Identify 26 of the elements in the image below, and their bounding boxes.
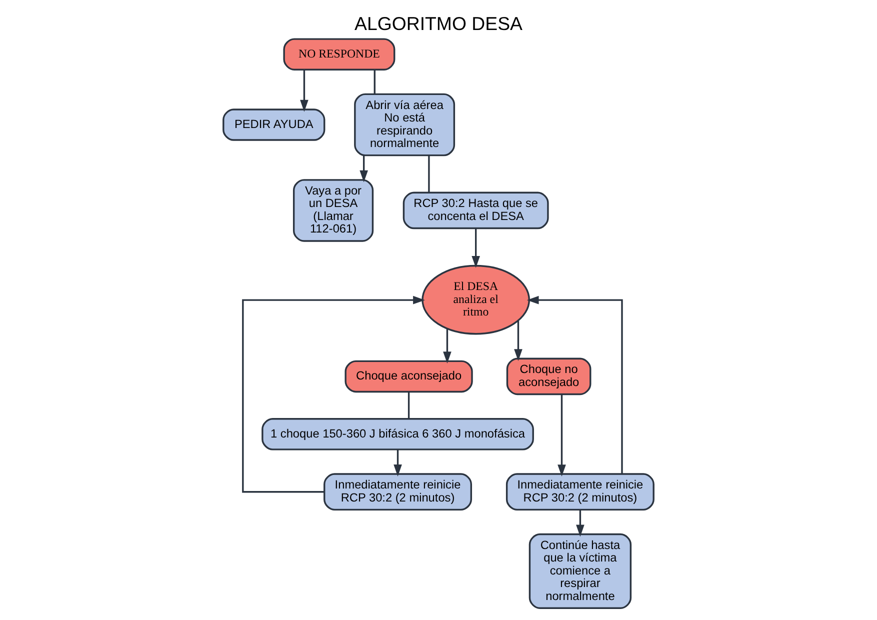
arrow <box>526 296 623 474</box>
node-box: Inmediatamente reinicie RCP 30:2 (2 minutos) <box>506 473 654 511</box>
arrow <box>443 328 452 364</box>
arrow <box>558 394 566 477</box>
node-box: PEDIR AYUDA <box>222 108 326 141</box>
arrow <box>472 228 480 268</box>
node-box: Choque aconsejado <box>344 360 473 393</box>
arrow <box>360 155 368 182</box>
node-box: Vaya a por un DESA (Llamar 112-061) <box>292 179 374 242</box>
arrow <box>514 320 522 361</box>
arrow <box>300 70 308 112</box>
node-box: Choque no aconsejado <box>506 358 592 396</box>
arrow <box>576 510 584 537</box>
node-box: NO RESPONDE <box>283 38 396 70</box>
connector <box>408 392 410 419</box>
node-box: RCP 30:2 Hasta que se concenta el DESA <box>402 192 549 230</box>
arrow <box>242 296 425 493</box>
connector <box>374 70 376 94</box>
arrow <box>394 450 402 476</box>
connector <box>428 155 430 192</box>
node-box: Inmediatamente reinicie RCP 30:2 (2 minutos) <box>324 473 472 511</box>
node-box: 1 choque 150-360 J bifásica 6 360 J monofásica <box>262 418 534 450</box>
diagram-title: ALGORITMO DESA <box>354 13 522 34</box>
node-box: Continúe hasta que la víctima comience a respirar normalmente <box>528 533 632 609</box>
node-ellipse: El DESA analiza el ritmo <box>422 264 530 335</box>
node-box: Abrir vía aérea No está respirando normalmente <box>354 93 456 156</box>
